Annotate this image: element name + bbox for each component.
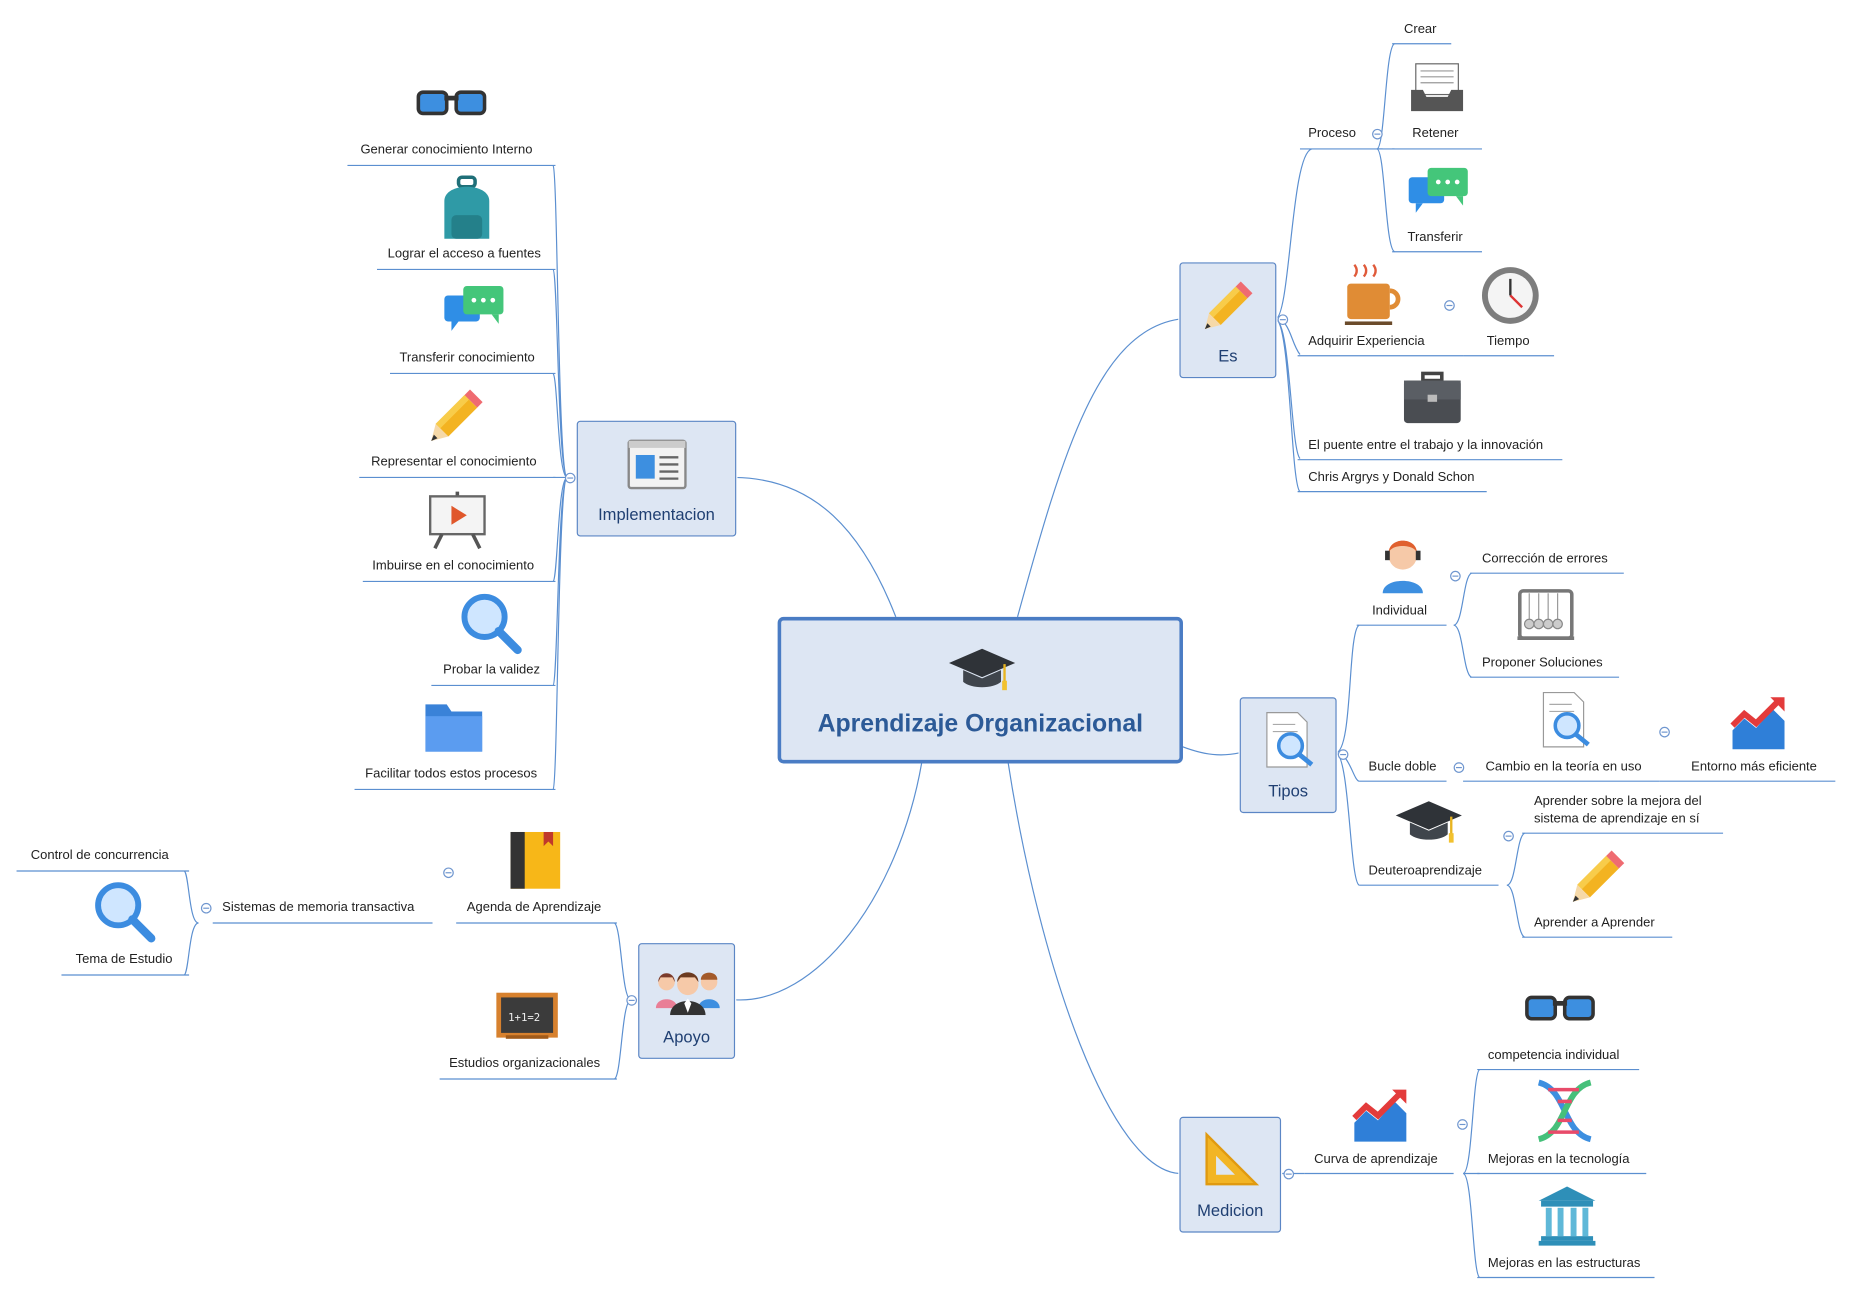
collapse-toggle[interactable]: [1457, 1119, 1468, 1130]
search-document-icon: [1266, 712, 1314, 768]
graduation-cap-icon: [1395, 801, 1462, 843]
chat-bubbles-icon: [444, 285, 504, 331]
collapse-toggle[interactable]: [1503, 830, 1514, 842]
node-control-concurrencia[interactable]: Control de concurrencia: [30, 848, 169, 863]
collapse-toggle[interactable]: [1453, 762, 1465, 773]
search-document-icon: [1542, 691, 1590, 748]
node-sistemas-memoria[interactable]: Sistemas de memoria transactiva: [222, 900, 415, 915]
node-tiempo[interactable]: Tiempo: [1486, 334, 1530, 349]
svg-text:1+1=2: 1+1=2: [508, 1011, 540, 1024]
magnifier-icon: [95, 882, 156, 943]
node-mejoras-estructuras[interactable]: Mejoras en las estructuras: [1487, 1256, 1641, 1271]
node-estudios-organizacionales[interactable]: Estudios organizacionales: [449, 1056, 601, 1071]
node-facilitar-procesos[interactable]: Facilitar todos estos procesos: [365, 766, 538, 782]
glasses-icon: [1525, 995, 1595, 1021]
node-correccion-errores[interactable]: Corrección de errores: [1481, 551, 1608, 567]
topic-medicion-label: Medicion: [1197, 1200, 1264, 1220]
pencil-icon: [431, 389, 483, 441]
node-aprender-a-aprender[interactable]: Aprender a Aprender: [1533, 915, 1655, 931]
node-proceso[interactable]: Proceso: [1308, 126, 1356, 141]
notebook-icon: [510, 831, 561, 889]
topic-tipos[interactable]: Tipos: [1239, 697, 1337, 814]
node-transferir[interactable]: Transferir: [1407, 230, 1463, 245]
collapse-toggle[interactable]: [1450, 570, 1461, 582]
collapse-toggle[interactable]: [1283, 1168, 1295, 1180]
collapse-toggle[interactable]: [1337, 749, 1349, 760]
dashboard-icon: [627, 439, 687, 490]
node-puente[interactable]: El puente entre el trabajo y la innovaci…: [1308, 438, 1544, 453]
collapse-toggle[interactable]: [443, 867, 454, 879]
graduation-cap-icon: [948, 648, 1016, 691]
team-icon: [655, 972, 720, 1016]
topic-apoyo[interactable]: Apoyo: [638, 943, 736, 1059]
topic-implementacion[interactable]: Implementacion: [576, 420, 737, 537]
topic-apoyo-label: Apoyo: [663, 1026, 711, 1046]
collapse-toggle[interactable]: [1277, 314, 1289, 325]
backpack-icon: [444, 175, 490, 239]
growth-chart-icon: [1352, 1089, 1407, 1142]
node-aprender-mejora-line2[interactable]: sistema de aprendizaje en sí: [1533, 811, 1700, 827]
inbox-tray-icon: [1411, 63, 1464, 112]
node-mejoras-tecnologia[interactable]: Mejoras en la tecnología: [1487, 1152, 1630, 1167]
dna-icon: [1537, 1079, 1592, 1143]
central-topic[interactable]: Aprendizaje Organizacional: [777, 616, 1183, 764]
node-curva-aprendizaje[interactable]: Curva de aprendizaje: [1314, 1152, 1438, 1167]
support-agent-icon: [1382, 540, 1423, 594]
newtons-cradle-icon: [1517, 589, 1575, 640]
node-representar-conocimiento[interactable]: Representar el conocimiento: [371, 454, 537, 470]
node-generar-conocimiento[interactable]: Generar conocimiento Interno: [360, 142, 533, 158]
collapse-toggle[interactable]: [1659, 726, 1670, 738]
topic-tipos-label: Tipos: [1268, 781, 1309, 801]
glasses-icon: [416, 90, 487, 116]
pencil-icon: [1204, 281, 1253, 330]
chat-bubbles-icon: [1408, 167, 1468, 213]
node-agenda-aprendizaje[interactable]: Agenda de Aprendizaje: [466, 900, 602, 915]
node-retener[interactable]: Retener: [1412, 126, 1459, 141]
briefcase-icon: [1403, 371, 1461, 424]
pencil-icon: [1572, 850, 1625, 902]
node-aprender-mejora-line1[interactable]: Aprender sobre la mejora del: [1533, 794, 1702, 809]
clock-icon: [1481, 267, 1539, 324]
node-chris-argrys[interactable]: Chris Argrys y Donald Schon: [1308, 470, 1475, 485]
node-imbuirse-conocimiento[interactable]: Imbuirse en el conocimiento: [372, 558, 535, 574]
node-adquirir-experiencia[interactable]: Adquirir Experiencia: [1308, 334, 1425, 349]
topic-es[interactable]: Es: [1179, 262, 1277, 379]
collapse-toggle[interactable]: [200, 902, 212, 914]
central-topic-title: Aprendizaje Organizacional: [817, 710, 1144, 738]
topic-es-label: Es: [1218, 346, 1238, 366]
collapse-toggle[interactable]: [1444, 300, 1455, 311]
node-individual[interactable]: Individual: [1372, 603, 1428, 619]
node-probar-validez[interactable]: Probar la validez: [443, 662, 541, 678]
coffee-cup-icon: [1344, 263, 1401, 325]
node-transferir-conocimiento[interactable]: Transferir conocimiento: [399, 350, 535, 366]
collapse-toggle[interactable]: [1372, 128, 1383, 140]
magnifier-icon: [461, 593, 522, 655]
bank-building-icon: [1538, 1186, 1596, 1246]
collapse-toggle[interactable]: [626, 995, 637, 1006]
node-bucle-doble[interactable]: Bucle doble: [1368, 759, 1437, 775]
node-lograr-acceso[interactable]: Lograr el acceso a fuentes: [387, 246, 541, 262]
chalkboard-icon: 1+1=2: [496, 992, 558, 1039]
node-deuteroaprendizaje[interactable]: Deuteroaprendizaje: [1368, 863, 1482, 879]
node-entorno-eficiente[interactable]: Entorno más eficiente: [1691, 759, 1817, 775]
node-competencia-individual[interactable]: competencia individual: [1487, 1048, 1620, 1063]
set-square-icon: [1205, 1131, 1260, 1186]
node-tema-estudio[interactable]: Tema de Estudio: [75, 952, 173, 967]
folder-icon: [425, 704, 483, 752]
presentation-board-icon: [428, 491, 486, 550]
node-cambio-teoria[interactable]: Cambio en la teoría en uso: [1485, 759, 1642, 775]
topic-medicion[interactable]: Medicion: [1179, 1116, 1282, 1233]
node-proponer-soluciones[interactable]: Proponer Soluciones: [1481, 655, 1603, 671]
growth-chart-icon: [1730, 697, 1785, 750]
node-crear[interactable]: Crear: [1403, 22, 1437, 37]
topic-implementacion-label: Implementacion: [598, 504, 715, 524]
collapse-toggle[interactable]: [564, 472, 576, 484]
